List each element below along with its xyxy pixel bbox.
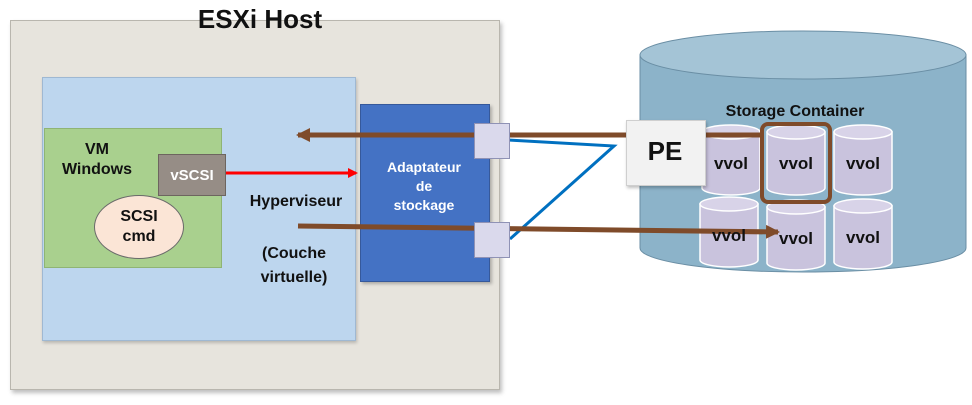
vm-label-line2: Windows [61, 161, 133, 178]
vvol-label: vvol [778, 154, 814, 173]
vvol-label: vvol [778, 229, 814, 248]
vm-label-line1: VM [85, 141, 109, 158]
scsi-cmd-ellipse: SCSI cmd [94, 195, 184, 259]
vvol-cylinder [833, 198, 893, 270]
hypervisor-label: Hyperviseur [249, 193, 343, 210]
vvol-label: vvol [845, 154, 881, 173]
io-arrow [297, 223, 780, 239]
adapter-line3: stockage [393, 197, 455, 213]
vvol-label: vvol [711, 226, 747, 245]
vvol-cylinder [699, 196, 759, 268]
vvol-highlight-frame [760, 122, 832, 204]
storage-adapter-label: Adaptateur de stockage [364, 158, 484, 215]
hypervisor-sublabel: (Couche virtuelle) [244, 242, 344, 290]
esxi-host-title: ESXi Host [197, 4, 323, 34]
adapter-line1: Adaptateur [387, 159, 461, 175]
storage-container-title: Storage Container [725, 103, 865, 120]
vm-label: VM Windows [52, 140, 142, 180]
vvol-cylinder [833, 124, 893, 196]
pe-connection-line [507, 138, 618, 241]
protocol-endpoint-label: PE [647, 136, 683, 166]
scsi-line1: SCSI [120, 208, 158, 225]
vscsi-box: vSCSI [158, 154, 226, 196]
scsi-line2: cmd [122, 228, 156, 245]
hypervisor-sub-line1: (Couche [262, 245, 326, 262]
vvol-label: vvol [845, 228, 881, 247]
vvol-cylinder [766, 124, 826, 196]
hypervisor-sub-line2: virtuelle) [260, 269, 328, 286]
adapter-port-bottom [474, 222, 510, 258]
adapter-line2: de [415, 178, 433, 194]
vvol-label: vvol [713, 154, 749, 173]
adapter-port-top [474, 123, 510, 159]
vvol-group [699, 124, 893, 271]
protocol-endpoint-box [626, 120, 706, 186]
